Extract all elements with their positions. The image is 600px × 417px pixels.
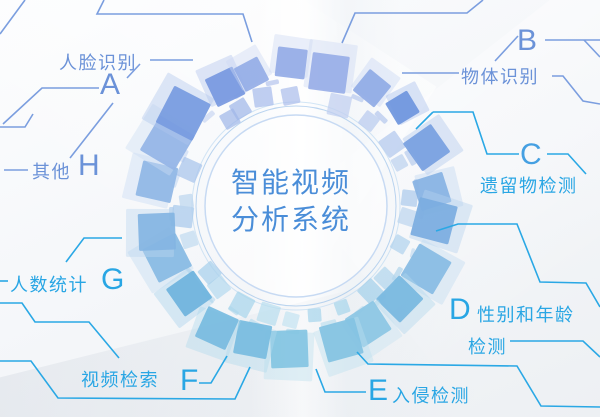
label-intrusion-detection: 入侵检测: [392, 386, 470, 406]
label-gender-age-line2: 检测: [468, 337, 507, 357]
inner-arc-circle: [195, 105, 397, 307]
letter-f: F: [180, 364, 199, 397]
label-object-recognition: 物体识别: [461, 67, 539, 87]
letter-c: C: [520, 138, 542, 171]
label-gender-age-line1: 性别和年龄: [477, 305, 575, 325]
letter-b: B: [517, 24, 538, 57]
center-circle: [204, 114, 388, 298]
letter-g: G: [101, 263, 125, 296]
letter-d: D: [449, 293, 471, 326]
label-abandoned-object-detection: 遗留物检测: [480, 176, 578, 196]
label-gender-age-detection: 性别和年龄 检测: [468, 301, 575, 359]
letter-h: H: [78, 149, 100, 182]
ring-tiles: [122, 34, 473, 382]
label-video-retrieval: 视频检索: [81, 370, 159, 390]
connector-lines-bottom: [0, 111, 600, 408]
center-title: 智能视频 分析系统: [208, 164, 374, 238]
connector-lines-top: [0, 0, 600, 171]
letter-e: E: [368, 374, 389, 407]
center-title-line2: 分析系统: [230, 204, 351, 235]
label-face-recognition: 人脸识别: [59, 53, 137, 73]
label-people-counting: 人数统计: [10, 275, 88, 295]
center-title-line1: 智能视频: [230, 167, 351, 198]
letter-a: A: [100, 68, 121, 101]
label-other: 其他: [32, 162, 71, 182]
